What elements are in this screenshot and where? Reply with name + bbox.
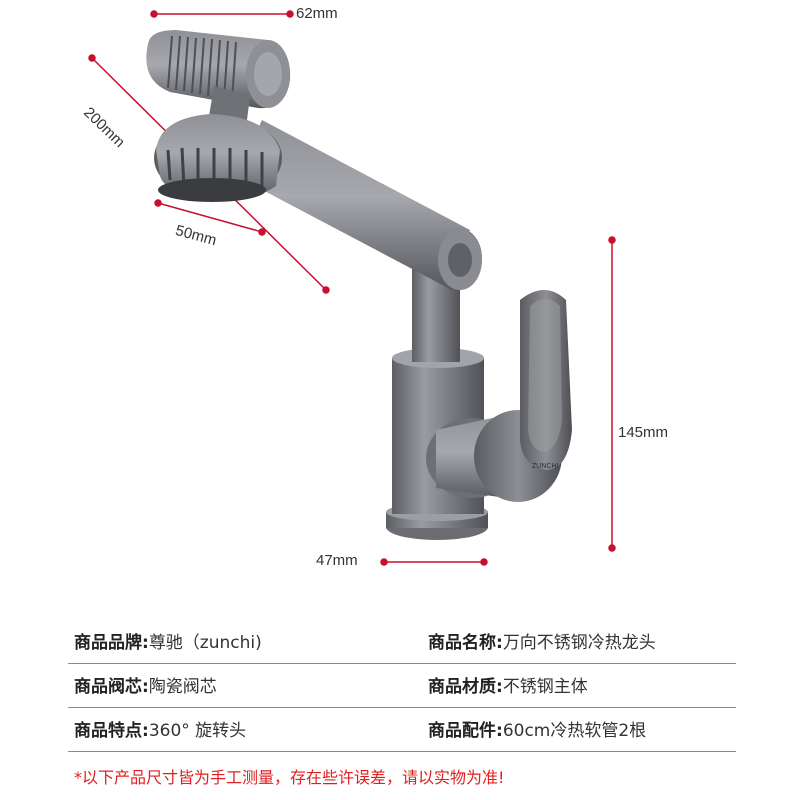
spec-key: 商品配件: (428, 721, 503, 741)
aerator-width-dimension-line (157, 202, 263, 233)
spec-product-name: 商品名称:万向不锈钢冷热龙头 (428, 628, 656, 653)
brand-engraving: ZUNCHI (532, 463, 558, 470)
faucet: ZUNCHI (146, 30, 572, 540)
spec-key: 商品名称: (428, 633, 503, 653)
spec-brand: 商品品牌:尊驰（zunchi) (74, 628, 262, 653)
spec-row: 商品阀芯:陶瓷阀芯 商品材质:不锈钢主体 (68, 664, 736, 708)
spec-value: 不锈钢主体 (502, 677, 588, 697)
height-label: 145mm (618, 424, 669, 441)
spec-key: 商品品牌: (74, 633, 149, 653)
spec-valve-core: 商品阀芯:陶瓷阀芯 (74, 672, 217, 697)
spec-value: 60cm冷热软管2根 (502, 721, 647, 741)
measurement-note: *以下产品尺寸皆为手工测量，存在些许误差，请以实物为准! (74, 768, 505, 787)
spec-value: 陶瓷阀芯 (148, 677, 217, 697)
spec-table: 商品品牌:尊驰（zunchi) 商品名称:万向不锈钢冷热龙头 商品阀芯:陶瓷阀芯… (68, 620, 736, 752)
spec-key: 商品阀芯: (74, 677, 149, 697)
spec-row: 商品特点:360° 旋转头 商品配件:60cm冷热软管2根 (68, 708, 736, 752)
spec-key: 商品特点: (74, 721, 149, 741)
spec-value: 尊驰（zunchi) (148, 633, 262, 653)
dimension-lines (88, 10, 616, 566)
spec-value: 万向不锈钢冷热龙头 (502, 633, 656, 653)
spec-row: 商品品牌:尊驰（zunchi) 商品名称:万向不锈钢冷热龙头 (68, 620, 736, 664)
spec-key: 商品材质: (428, 677, 503, 697)
base-width-label: 47mm (316, 552, 358, 569)
spec-value: 360° 旋转头 (148, 721, 247, 741)
faucet-product-illustration: ZUNCHI (88, 10, 616, 566)
spec-material: 商品材质:不锈钢主体 (428, 672, 588, 697)
top-width-label: 62mm (296, 5, 338, 22)
spec-feature: 商品特点:360° 旋转头 (74, 716, 246, 741)
spec-accessories: 商品配件:60cm冷热软管2根 (428, 716, 646, 741)
